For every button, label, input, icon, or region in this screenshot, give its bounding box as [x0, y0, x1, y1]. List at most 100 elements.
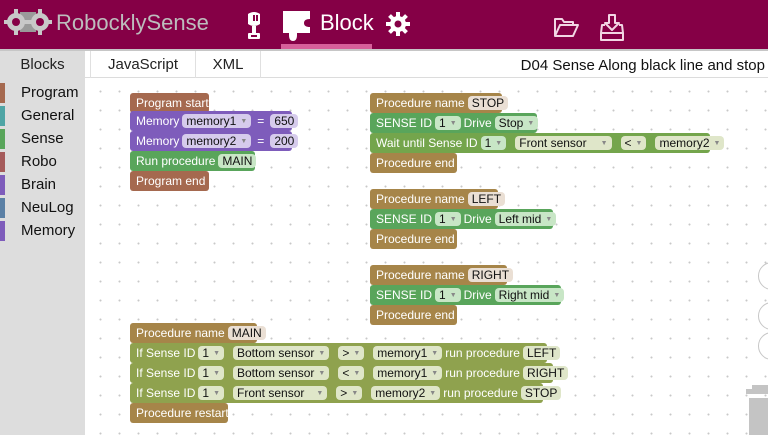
- value-input[interactable]: 200: [270, 134, 299, 148]
- procedure-end-block[interactable]: Procedure end: [370, 305, 457, 325]
- category-label: NeuLog: [21, 199, 74, 216]
- variable-dropdown[interactable]: memory2▼: [371, 386, 441, 400]
- sense-id-dropdown[interactable]: 1▼: [198, 386, 224, 400]
- chevron-down-icon: ▼: [553, 291, 561, 299]
- category-swatch: [0, 221, 5, 241]
- sense-id-dropdown[interactable]: 1▼: [480, 136, 507, 150]
- sense-id-dropdown[interactable]: 1▼: [435, 288, 461, 302]
- sense-id-dropdown[interactable]: 1▼: [198, 346, 224, 360]
- sense-id-dropdown[interactable]: 1▼: [435, 116, 461, 130]
- procedure-name-input[interactable]: LEFT: [522, 346, 561, 360]
- sense-id-dropdown[interactable]: 1▼: [198, 366, 224, 380]
- procedure-restart-block[interactable]: Procedure restart: [130, 403, 229, 423]
- procedure-head-block[interactable]: Procedure name STOP: [370, 93, 509, 113]
- program-end-block[interactable]: Program end: [130, 171, 209, 191]
- chevron-down-icon: ▼: [213, 369, 220, 377]
- block-text: If Sense ID: [136, 346, 196, 360]
- block-text: Procedure name: [136, 326, 225, 340]
- variable-dropdown[interactable]: memory1▼: [373, 346, 443, 360]
- category-swatch: [0, 198, 5, 218]
- if-sense-block[interactable]: If Sense ID 1▼ Front sensor▼ >▼ memory2▼…: [130, 383, 562, 403]
- active-tab-indicator: [281, 44, 372, 49]
- block-text: Procedure end: [376, 156, 455, 170]
- procedure-name-input[interactable]: LEFT: [467, 192, 506, 206]
- procedure-name-input[interactable]: RIGHT: [467, 268, 514, 282]
- drive-dropdown[interactable]: Right mid▼: [494, 288, 565, 302]
- category-brain[interactable]: Brain: [0, 175, 85, 195]
- gear-icon[interactable]: [386, 12, 410, 36]
- tab-blocks[interactable]: Blocks: [0, 51, 85, 78]
- sensor-dropdown[interactable]: Front sensor▼: [233, 386, 328, 400]
- procedure-head-block[interactable]: Procedure name LEFT: [370, 189, 506, 209]
- block-text: Program end: [136, 174, 206, 188]
- procedure-head-block[interactable]: Procedure name RIGHT: [370, 265, 514, 285]
- tab-javascript[interactable]: JavaScript: [90, 51, 196, 78]
- sense-drive-block[interactable]: SENSE ID 1▼ Drive Stop▼: [370, 113, 539, 133]
- block-text: If Sense ID: [136, 386, 196, 400]
- procedure-name-input[interactable]: MAIN: [218, 154, 257, 168]
- memory-set-block[interactable]: Memory memory2▼ = 200: [130, 131, 299, 151]
- drive-dropdown[interactable]: Left mid▼: [494, 212, 557, 226]
- procedure-name-input[interactable]: STOP: [467, 96, 509, 110]
- run-procedure-block[interactable]: Run procedure MAIN: [130, 151, 257, 171]
- category-program[interactable]: Program: [0, 83, 85, 103]
- category-sense[interactable]: Sense: [0, 129, 85, 149]
- block-text: run procedure: [443, 386, 518, 400]
- robot-icon[interactable]: [244, 11, 264, 41]
- block-text: Memory: [136, 134, 180, 148]
- drive-dropdown[interactable]: Stop▼: [494, 116, 539, 130]
- category-toolbox: Program General Sense Robo Brain NeuLog …: [0, 78, 85, 435]
- operator-dropdown[interactable]: >▼: [336, 386, 363, 400]
- procedure-name-input[interactable]: STOP: [520, 386, 562, 400]
- operator-dropdown[interactable]: >▼: [338, 346, 365, 360]
- variable-dropdown[interactable]: memory1▼: [182, 114, 252, 128]
- if-sense-block[interactable]: If Sense ID 1▼ Bottom sensor▼ <▼ memory1…: [130, 363, 569, 383]
- folder-open-icon[interactable]: [553, 16, 579, 38]
- block-text: =: [257, 114, 265, 128]
- block-text: Wait until Sense ID: [376, 136, 478, 150]
- variable-dropdown[interactable]: memory2▼: [655, 136, 725, 150]
- block-text: SENSE ID: [376, 288, 433, 302]
- wait-until-block[interactable]: Wait until Sense ID 1▼ Front sensor▼ <▼ …: [370, 133, 725, 153]
- chevron-down-icon: ▼: [449, 291, 457, 299]
- procedure-head-block[interactable]: Procedure name MAIN: [130, 323, 266, 343]
- chevron-down-icon: ▼: [431, 349, 439, 357]
- block-tab-label[interactable]: Block: [320, 10, 374, 35]
- operator-dropdown[interactable]: <▼: [620, 136, 647, 150]
- tab-xml[interactable]: XML: [196, 51, 261, 78]
- category-general[interactable]: General: [0, 106, 85, 126]
- procedure-end-block[interactable]: Procedure end: [370, 229, 457, 249]
- operator-dropdown[interactable]: <▼: [338, 366, 365, 380]
- download-tray-icon[interactable]: [600, 13, 624, 41]
- sensor-dropdown[interactable]: Bottom sensor▼: [233, 366, 330, 380]
- trash-can-icon[interactable]: [746, 383, 768, 435]
- block-text: Procedure end: [376, 232, 455, 246]
- sense-id-dropdown[interactable]: 1▼: [435, 212, 461, 226]
- memory-set-block[interactable]: Memory memory1▼ = 650: [130, 111, 299, 131]
- category-memory[interactable]: Memory: [0, 221, 85, 241]
- variable-dropdown[interactable]: memory1▼: [373, 366, 443, 380]
- procedure-name-input[interactable]: RIGHT: [522, 366, 569, 380]
- chevron-down-icon: ▼: [353, 369, 361, 377]
- sense-drive-block[interactable]: SENSE ID 1▼ Drive Right mid▼: [370, 285, 565, 305]
- block-text: Drive: [463, 288, 492, 302]
- value-input[interactable]: 650: [270, 114, 299, 128]
- program-start-block[interactable]: Program start: [130, 93, 209, 113]
- block-text: Procedure name: [376, 192, 465, 206]
- category-label: Sense: [21, 130, 64, 147]
- block-text: run procedure: [445, 346, 520, 360]
- category-label: Program: [21, 84, 79, 101]
- category-neulog[interactable]: NeuLog: [0, 198, 85, 218]
- chevron-down-icon: ▼: [240, 137, 248, 145]
- sense-drive-block[interactable]: SENSE ID 1▼ Drive Left mid▼: [370, 209, 557, 229]
- puzzle-block-icon[interactable]: [283, 11, 310, 41]
- procedure-name-input[interactable]: MAIN: [227, 326, 266, 340]
- sensor-dropdown[interactable]: Bottom sensor▼: [233, 346, 330, 360]
- sensor-dropdown[interactable]: Front sensor▼: [515, 136, 612, 150]
- category-robo[interactable]: Robo: [0, 152, 85, 172]
- if-sense-block[interactable]: If Sense ID 1▼ Bottom sensor▼ >▼ memory1…: [130, 343, 561, 363]
- block-text: Procedure end: [376, 308, 455, 322]
- procedure-end-block[interactable]: Procedure end: [370, 153, 457, 173]
- variable-dropdown[interactable]: memory2▼: [182, 134, 252, 148]
- chevron-down-icon: ▼: [635, 139, 643, 147]
